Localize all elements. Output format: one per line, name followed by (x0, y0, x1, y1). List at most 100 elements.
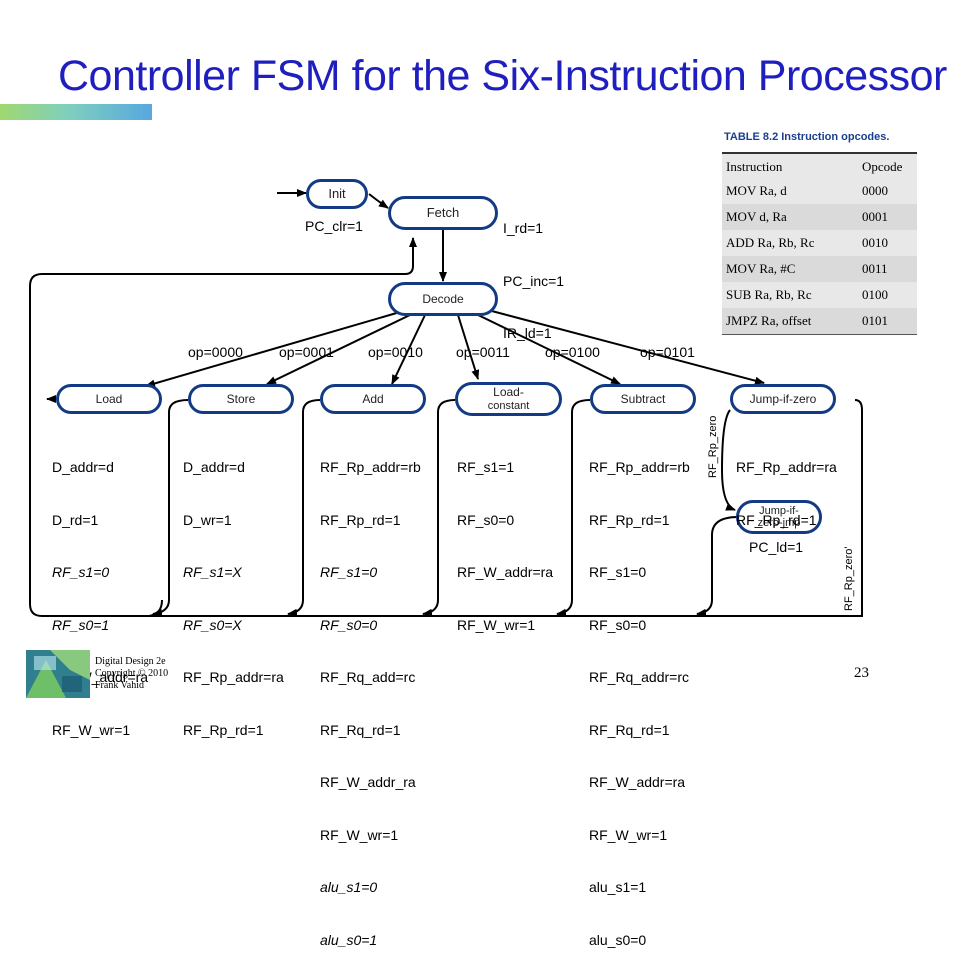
transition-op-0010: op=0010 (368, 344, 423, 360)
cell-opcode: 0100 (862, 287, 888, 302)
store-action: RF_s0=X (183, 616, 242, 633)
store-action: D_addr=d (183, 459, 245, 475)
store-actions: D_addr=d D_wr=1 RF_s1=X RF_s0=X RF_Rp_ad… (183, 424, 284, 757)
cell-opcode: 0011 (862, 261, 888, 276)
state-load: Load (56, 384, 162, 414)
footer-line-1: Digital Design 2e (95, 656, 166, 667)
load-action: RF_W_wr=1 (52, 721, 131, 738)
subtract-action: RF_W_wr=1 (589, 826, 668, 843)
cell-opcode: 0010 (862, 235, 888, 250)
state-store: Store (188, 384, 294, 414)
arrow-jmp-return (696, 516, 739, 617)
header-opcode: Opcode (862, 159, 903, 174)
add-action: RF_W_addr_ra (320, 774, 416, 790)
add-action: alu_s0=1 (320, 931, 378, 948)
transition-op-0001: op=0001 (279, 344, 334, 360)
store-action: D_wr=1 (183, 511, 232, 528)
state-jmp-line2: zero-jmp (757, 517, 801, 529)
jump-if-zero-actions: RF_Rp_addr=ra RF_Rp_rd=1 (736, 424, 837, 547)
arrow-init-fetch (368, 193, 389, 209)
state-decode: Decode (388, 282, 498, 316)
state-load-constant-line1: Load- (493, 385, 524, 399)
arrow-store-return (152, 399, 189, 617)
jump-if-zero-jmp-action: PC_ld=1 (749, 539, 804, 555)
state-add: Add (320, 384, 426, 414)
fetch-action: PC_inc=1 (503, 272, 565, 289)
transition-rp-zero: RF_Rp_zero (707, 415, 719, 478)
fetch-actions: I_rd=1 PC_inc=1 IR_ld=1 (503, 185, 564, 360)
table-row: JMPZ Ra, offset 0101 (722, 308, 917, 335)
opcode-table-caption: TABLE 8.2 Instruction opcodes. (724, 131, 890, 143)
subtract-action: alu_s0=0 (589, 931, 647, 948)
cell-instruction: MOV Ra, d (726, 183, 787, 198)
state-init: Init (306, 179, 368, 209)
header-instruction: Instruction (726, 159, 783, 174)
cell-instruction: ADD Ra, Rb, Rc (726, 235, 815, 250)
store-action: RF_s1=X (183, 564, 242, 580)
add-action: RF_Rq_rd=1 (320, 721, 401, 738)
load-constant-action: RF_s0=0 (457, 511, 515, 528)
transition-op-0100: op=0100 (545, 344, 600, 360)
subtract-action: RF_s1=0 (589, 564, 647, 580)
arrow-decode-add (391, 314, 426, 385)
arrow-subtract-return (556, 399, 591, 617)
page-number: 23 (854, 665, 869, 681)
subtract-action: RF_Rq_addr=rc (589, 669, 689, 685)
load-action: D_addr=d (52, 459, 114, 475)
state-load-constant: Load- constant (455, 382, 562, 416)
add-action: RF_W_wr=1 (320, 826, 399, 843)
table-row: MOV d, Ra 0001 (722, 204, 917, 231)
arrow-decode-store (266, 313, 413, 385)
opcode-table: TABLE 8.2 Instruction opcodes. Instructi… (722, 128, 917, 335)
subtract-action: RF_W_addr=ra (589, 774, 686, 790)
transition-op-0000: op=0000 (188, 344, 243, 360)
table-row: MOV Ra, #C 0011 (722, 256, 917, 283)
fetch-action: I_rd=1 (503, 220, 544, 236)
cell-instruction: MOV Ra, #C (726, 261, 796, 276)
fetch-action: IR_ld=1 (503, 325, 552, 341)
state-subtract: Subtract (590, 384, 696, 414)
cell-instruction: JMPZ Ra, offset (726, 313, 812, 328)
state-jump-if-zero-jmp: Jump-if- zero-jmp (736, 500, 822, 534)
cell-opcode: 0101 (862, 313, 888, 328)
table-row: ADD Ra, Rb, Rc 0010 (722, 230, 917, 257)
load-action: RF_s1=0 (52, 564, 110, 580)
state-jmp-line1: Jump-if- (759, 505, 799, 517)
footer-line-3: Frank Vahid (95, 680, 144, 691)
cell-instruction: SUB Ra, Rb, Rc (726, 287, 812, 302)
subtract-action: RF_Rp_addr=rb (589, 459, 690, 475)
add-action: RF_Rq_add=rc (320, 669, 416, 685)
accent-bar (0, 104, 152, 120)
transition-op-0011: op=0011 (456, 344, 510, 360)
load-action: D_rd=1 (52, 511, 99, 528)
arrow-decode-jump (487, 309, 765, 385)
arrow-jump-to-jmp (720, 409, 736, 511)
arrow-decode-subtract (475, 313, 621, 385)
state-jump-if-zero: Jump-if-zero (730, 384, 836, 414)
subtract-actions: RF_Rp_addr=rb RF_Rp_rd=1 RF_s1=0 RF_s0=0… (589, 424, 690, 967)
add-action: RF_Rp_addr=rb (320, 459, 421, 475)
arrow-loadconst-return (422, 399, 456, 617)
state-fetch: Fetch (388, 196, 498, 230)
cell-instruction: MOV d, Ra (726, 209, 787, 224)
book-logo (26, 650, 90, 698)
add-actions: RF_Rp_addr=rb RF_Rp_rd=1 RF_s1=0 RF_s0=0… (320, 424, 421, 967)
arrow-decode-loadconst (457, 314, 480, 380)
subtract-action: RF_Rq_rd=1 (589, 721, 670, 738)
slide-title: Controller FSM for the Six-Instruction P… (58, 52, 947, 100)
opcode-table-header: Instruction Opcode (722, 152, 917, 181)
store-action: RF_Rp_addr=ra (183, 669, 284, 685)
jump-if-zero-action: RF_Rp_rd=1 (736, 511, 817, 528)
init-actions: PC_clr=1 (305, 218, 363, 234)
table-row: MOV Ra, d 0000 (722, 178, 917, 205)
jump-if-zero-action: RF_Rp_addr=ra (736, 459, 837, 475)
transition-op-0101: op=0101 (640, 344, 695, 360)
table-row: SUB Ra, Rb, Rc 0100 (722, 282, 917, 309)
subtract-action: alu_s1=1 (589, 879, 647, 895)
subtract-action: RF_Rp_rd=1 (589, 511, 670, 528)
load-action: RF_s0=1 (52, 616, 110, 633)
add-action: RF_s0=0 (320, 616, 378, 633)
add-action: RF_s1=0 (320, 564, 378, 580)
footer-line-2: Copyright © 2010 (95, 668, 169, 679)
arrow-decode-load (145, 311, 401, 388)
